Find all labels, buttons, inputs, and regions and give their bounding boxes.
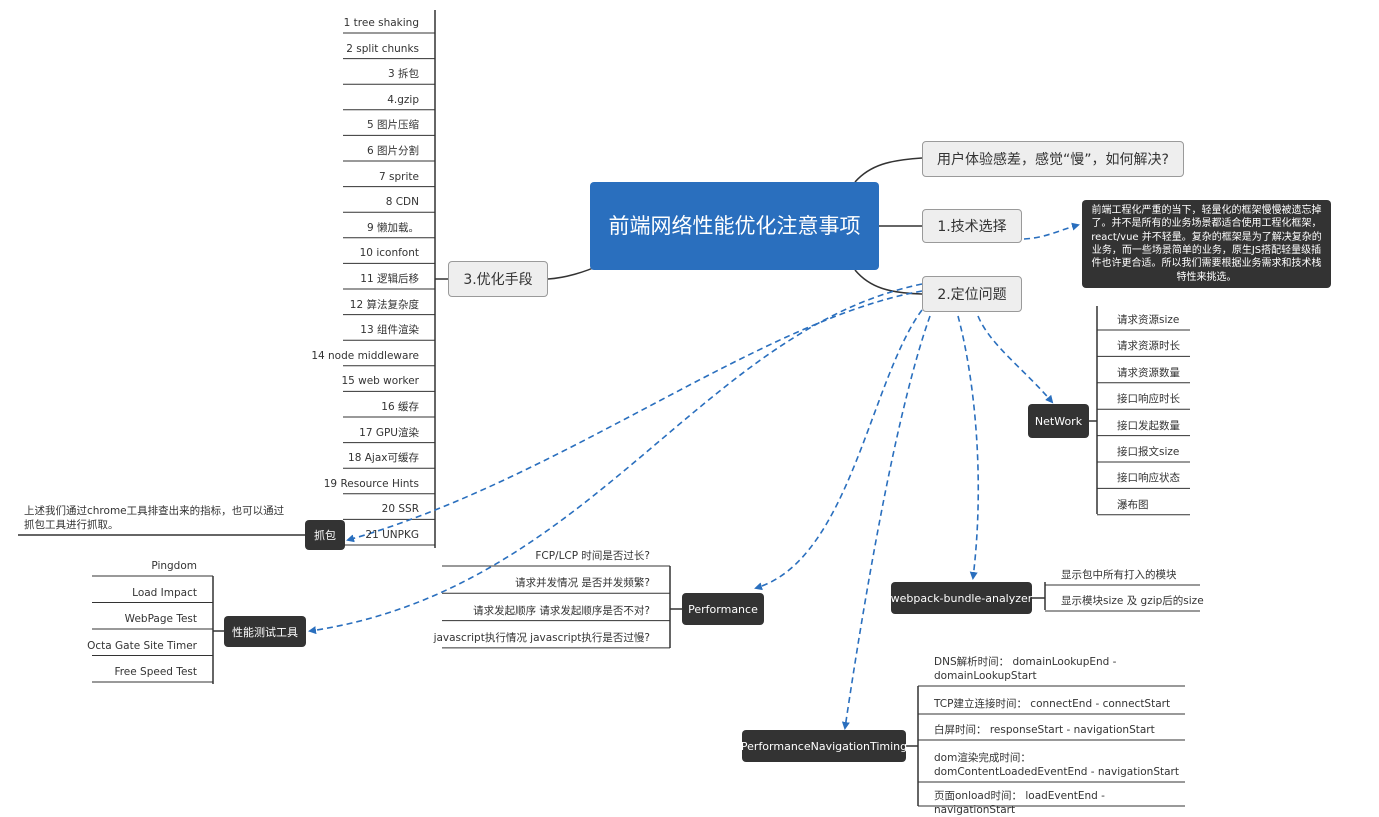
optimize-item[interactable]: 21 UNPKG bbox=[365, 529, 419, 541]
network-item[interactable]: 瀑布图 bbox=[1117, 498, 1149, 511]
network-item[interactable]: 接口报文size bbox=[1117, 446, 1180, 458]
perf-tool-item[interactable]: Load Impact bbox=[132, 586, 197, 599]
optimize-item[interactable]: 9 懒加载。 bbox=[366, 221, 419, 234]
root-title: 前端网络性能优化注意事项 bbox=[608, 214, 861, 238]
perf-tool-item[interactable]: Free Speed Test bbox=[114, 666, 197, 678]
performance-item[interactable]: FCP/LCP 时间是否过长? bbox=[535, 550, 650, 562]
optimize-item[interactable]: 1 tree shaking bbox=[343, 17, 419, 29]
network-node[interactable]: NetWork bbox=[1028, 404, 1089, 438]
optimize-item[interactable]: 17 GPU渲染 bbox=[359, 426, 419, 439]
performance-item[interactable]: javascript执行情况 javascript执行是否过慢? bbox=[433, 631, 650, 644]
optimize-item[interactable]: 3 拆包 bbox=[387, 68, 419, 81]
pnt-label: PerformanceNavigationTiming bbox=[740, 739, 908, 753]
pnt-node[interactable]: PerformanceNavigationTiming bbox=[740, 730, 908, 762]
capture-note: 上述我们通过chrome工具排查出来的指标，也可以通过抓包工具进行抓取。 bbox=[24, 505, 285, 531]
performance-label: Performance bbox=[688, 602, 758, 616]
optimize-item[interactable]: 10 iconfont bbox=[359, 247, 419, 260]
optimize-item[interactable]: 14 node middleware bbox=[311, 349, 419, 362]
wba-item[interactable]: 显示包中所有打入的模块 bbox=[1061, 569, 1177, 581]
performance-node[interactable]: Performance bbox=[682, 593, 764, 625]
optimize-item[interactable]: 16 缓存 bbox=[381, 401, 419, 413]
pnt-item[interactable]: 页面onload时间： loadEventEnd - navigationSta… bbox=[934, 790, 1105, 816]
optimize-item[interactable]: 2 split chunks bbox=[346, 42, 419, 55]
capture-node[interactable]: 抓包 bbox=[305, 520, 345, 550]
optimize-item[interactable]: 13 组件渲染 bbox=[360, 324, 419, 337]
optimize-item[interactable]: 8 CDN bbox=[385, 196, 419, 209]
network-item[interactable]: 接口响应时长 bbox=[1117, 393, 1180, 406]
network-item[interactable]: 接口发起数量 bbox=[1117, 419, 1180, 432]
branch-optimize-label: 3.优化手段 bbox=[463, 272, 533, 288]
branch-locate-label: 2.定位问题 bbox=[937, 287, 1007, 303]
branch-ux-problem[interactable]: 用户体验感差，感觉“慢”，如何解决? bbox=[922, 141, 1184, 177]
optimize-item[interactable]: 12 算法复杂度 bbox=[349, 298, 419, 311]
perf-tools-node[interactable]: 性能测试工具 bbox=[224, 616, 306, 647]
perf-tool-item[interactable]: WebPage Test bbox=[124, 613, 197, 625]
branch-tech-select[interactable]: 1.技术选择 bbox=[922, 209, 1022, 243]
optimize-item[interactable]: 7 sprite bbox=[379, 170, 419, 183]
perf-tools-label: 性能测试工具 bbox=[232, 625, 298, 639]
performance-item[interactable]: 请求发起顺序 请求发起顺序是否不对? bbox=[473, 604, 650, 617]
branch-optimize[interactable]: 3.优化手段 bbox=[448, 261, 548, 297]
pnt-item[interactable]: dom渲染完成时间： domContentLoadedEventEnd - na… bbox=[934, 752, 1179, 778]
branch-tech-select-label: 1.技术选择 bbox=[937, 219, 1007, 235]
perf-tool-item[interactable]: Pingdom bbox=[151, 560, 197, 572]
performance-item[interactable]: 请求并发情况 是否并发频繁? bbox=[515, 577, 650, 590]
optimize-item[interactable]: 4.gzip bbox=[387, 93, 419, 106]
root-topic[interactable]: 前端网络性能优化注意事项 bbox=[590, 182, 879, 270]
branch-locate[interactable]: 2.定位问题 bbox=[922, 276, 1022, 312]
optimize-item[interactable]: 18 Ajax可缓存 bbox=[348, 452, 419, 465]
wba-item[interactable]: 显示模块size 及 gzip后的size bbox=[1061, 595, 1204, 607]
tech-note-text: 前端工程化严重的当下，轻量化的框架慢慢被遗忘掉了。并不是所有的业务场景都适合使用… bbox=[1091, 204, 1322, 283]
perf-tool-item[interactable]: Octa Gate Site Timer bbox=[87, 639, 197, 652]
capture-label: 抓包 bbox=[314, 529, 336, 542]
optimize-item[interactable]: 15 web worker bbox=[341, 375, 419, 388]
network-item[interactable]: 请求资源size bbox=[1117, 314, 1180, 326]
pnt-item[interactable]: 白屏时间： responseStart - navigationStart bbox=[934, 724, 1155, 736]
network-label: NetWork bbox=[1034, 414, 1083, 428]
wba-label: webpack-bundle-analyzer bbox=[890, 591, 1033, 605]
wba-node[interactable]: webpack-bundle-analyzer bbox=[891, 582, 1032, 614]
pnt-item[interactable]: TCP建立连接时间： connectEnd - connectStart bbox=[934, 698, 1171, 710]
optimize-item[interactable]: 20 SSR bbox=[381, 503, 419, 516]
optimize-item[interactable]: 5 图片压缩 bbox=[366, 119, 419, 132]
network-item[interactable]: 请求资源时长 bbox=[1117, 340, 1180, 353]
network-item[interactable]: 请求资源数量 bbox=[1117, 366, 1180, 379]
tech-note[interactable]: 前端工程化严重的当下，轻量化的框架慢慢被遗忘掉了。并不是所有的业务场景都适合使用… bbox=[1082, 200, 1331, 288]
optimize-item[interactable]: 6 图片分割 bbox=[366, 145, 419, 157]
optimize-item[interactable]: 11 逻辑后移 bbox=[360, 273, 419, 285]
branch-ux-problem-label: 用户体验感差，感觉“慢”，如何解决? bbox=[937, 152, 1169, 168]
pnt-item[interactable]: DNS解析时间： domainLookupEnd - domainLookupS… bbox=[934, 656, 1117, 682]
network-item[interactable]: 接口响应状态 bbox=[1117, 472, 1180, 485]
optimize-item[interactable]: 19 Resource Hints bbox=[323, 477, 419, 490]
